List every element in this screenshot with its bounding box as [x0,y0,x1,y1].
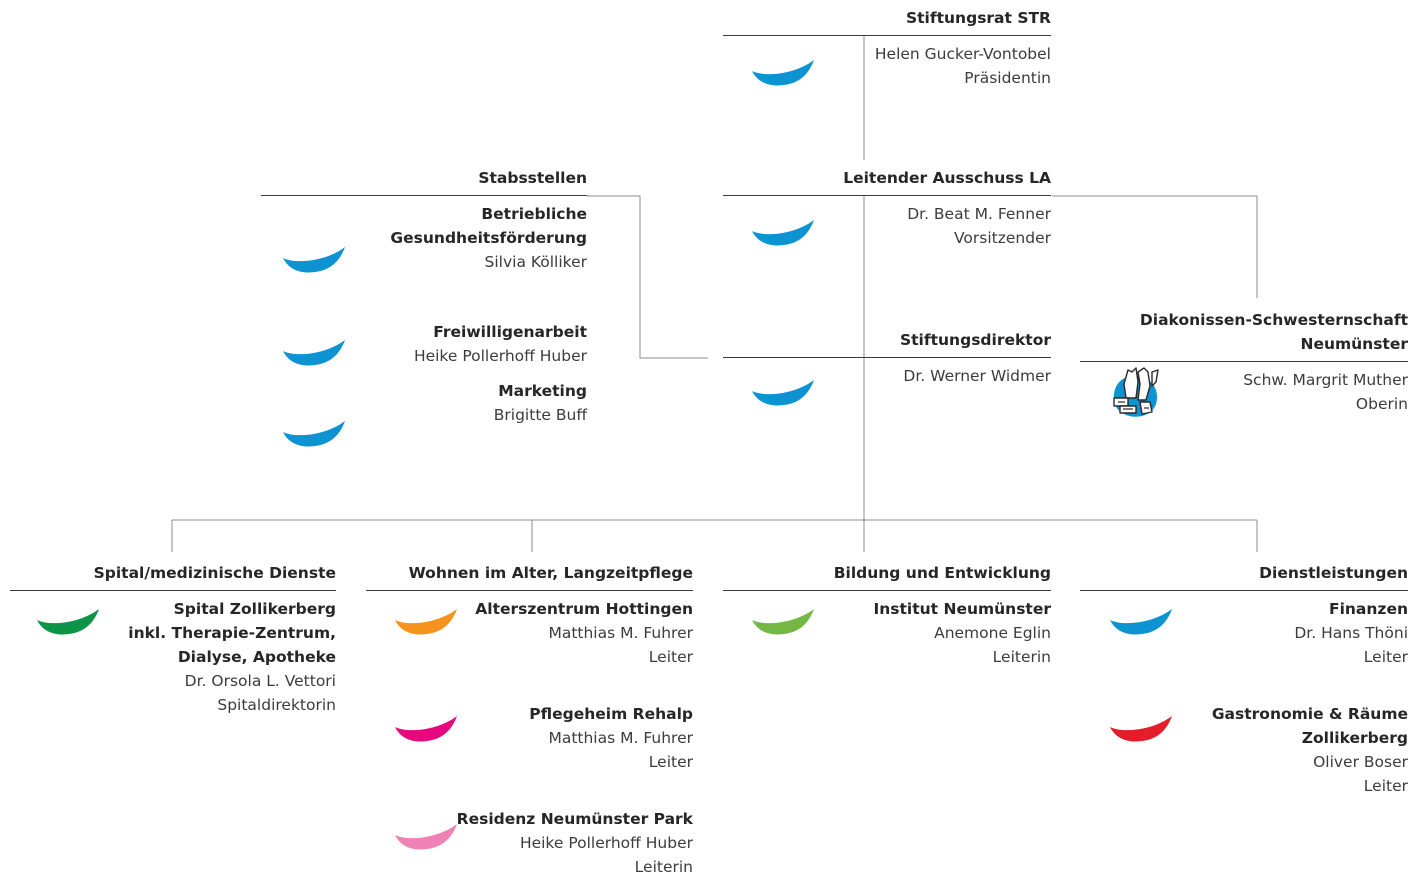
unit-role: Leiter [648,648,693,666]
unit-person: Dr. Orsola L. Vettori [184,672,336,690]
unit-swoosh-icon [752,609,814,635]
unit-swoosh-icon [37,609,99,635]
brand-swoosh-icon [283,340,345,366]
director-title: Stiftungsdirektor [899,331,1051,349]
board-title: Stiftungsrat STR [905,9,1051,27]
division-rule [1080,590,1408,591]
board-block: Stiftungsrat STR Helen Gucker-Vontobel P… [723,6,1051,90]
division-title: Dienstleistungen [1259,564,1408,582]
unit-person: Dr. Hans Thöni [1294,624,1408,642]
staff-block: Stabsstellen Betriebliche Gesundheitsför… [261,166,587,427]
unit-role: Leiter [648,753,693,771]
staff-title: Stabsstellen [478,169,587,187]
director-rule [723,357,1051,358]
division-block: Wohnen im Alter, Langzeitpflege Altersze… [366,561,693,879]
brand-swoosh-icon [752,380,814,406]
deaconess-rule [1080,361,1408,362]
committee-role: Vorsitzender [954,229,1051,247]
unit-name: inkl. Therapie-Zentrum, [128,624,336,642]
unit-name: Zollikerberg [1301,729,1408,747]
board-role: Präsidentin [964,69,1051,87]
unit-swoosh-icon [395,716,457,742]
unit-name: Spital Zollikerberg [173,600,336,618]
staff-unit-name: Marketing [498,382,587,400]
division-rule [10,590,336,591]
unit-person: Oliver Boser [1313,753,1408,771]
staff-unit-person: Silvia Kölliker [484,253,587,271]
staff-unit-name: Freiwilligenarbeit [433,323,587,341]
deaconess-role: Oberin [1355,395,1408,413]
brand-swoosh-icon [283,247,345,273]
staff-unit-person: Heike Pollerhoff Huber [413,347,587,365]
unit-name: Dialyse, Apotheke [177,648,336,666]
division-title: Spital/medizinische Dienste [93,564,336,582]
board-rule [723,35,1051,36]
unit-name: Finanzen [1329,600,1408,618]
unit-person: Anemone Eglin [934,624,1051,642]
deaconess-person: Schw. Margrit Muther [1243,371,1408,389]
unit-role: Leiter [1363,777,1408,795]
connector-committee-deaconess [1052,195,1258,298]
division-rule [723,590,1051,591]
division-block: Dienstleistungen Finanzen Dr. Hans Thöni… [1080,561,1408,798]
board-person: Helen Gucker-Vontobel [874,45,1051,63]
unit-role: Spitaldirektorin [217,696,336,714]
unit-role: Leiterin [992,648,1051,666]
staff-rule [261,195,587,196]
unit-swoosh-icon [395,609,457,635]
division-block: Bildung und Entwicklung Institut Neumüns… [723,561,1051,669]
unit-swoosh-icon [395,824,457,850]
staff-unit-person: Brigitte Buff [493,406,587,424]
unit-swoosh-icon [1110,716,1172,742]
unit-role: Leiterin [634,858,693,876]
unit-name: Alterszentrum Hottingen [475,600,693,618]
unit-name: Residenz Neumünster Park [456,810,693,828]
director-block: Stiftungsdirektor Dr. Werner Widmer [723,328,1051,388]
unit-person: Heike Pollerhoff Huber [519,834,693,852]
unit-swoosh-icon [1110,609,1172,635]
unit-name: Pflegeheim Rehalp [529,705,693,723]
brand-swoosh-icon [283,421,345,447]
unit-person: Matthias M. Fuhrer [548,624,693,642]
committee-title: Leitender Ausschuss LA [843,169,1051,187]
division-rule [366,590,693,591]
brand-swoosh-icon [752,60,814,86]
deaconess-emblem-icon [1113,367,1159,417]
division-block: Spital/medizinische Dienste Spital Zolli… [10,561,336,717]
unit-person: Matthias M. Fuhrer [548,729,693,747]
committee-block: Leitender Ausschuss LA Dr. Beat M. Fenne… [723,166,1051,250]
staff-unit-name: Gesundheitsförderung [390,229,587,247]
unit-name: Gastronomie & Räume [1211,705,1408,723]
deaconess-block: Diakonissen-Schwesternschaft Neumünster … [1080,308,1408,416]
brand-swoosh-icon [752,220,814,246]
unit-name: Institut Neumünster [873,600,1051,618]
director-person: Dr. Werner Widmer [903,367,1051,385]
unit-role: Leiter [1363,648,1408,666]
committee-person: Dr. Beat M. Fenner [907,205,1051,223]
deaconess-title: Neumünster [1300,335,1408,353]
connector-staff-director [587,195,708,359]
committee-rule [723,195,1051,196]
division-title: Bildung und Entwicklung [833,564,1051,582]
staff-unit-name: Betriebliche [481,205,587,223]
division-title: Wohnen im Alter, Langzeitpflege [408,564,693,582]
deaconess-title: Diakonissen-Schwesternschaft [1139,311,1408,329]
